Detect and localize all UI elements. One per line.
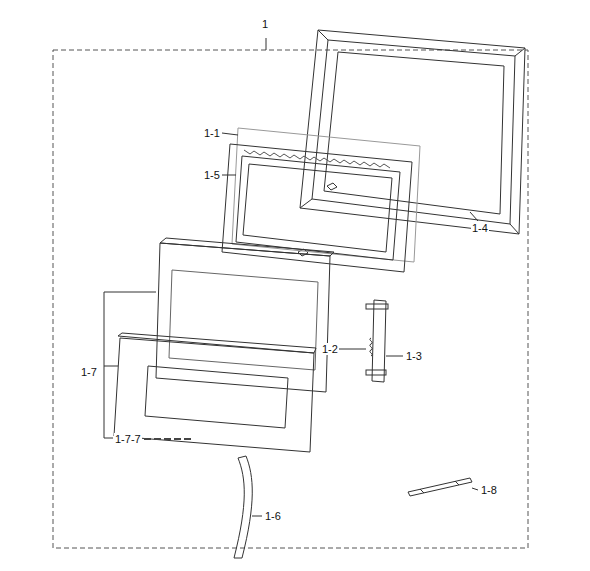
callout-number: 1-7 xyxy=(80,366,98,378)
callout-number: 1-3 xyxy=(405,350,423,362)
callout-number: 1-2 xyxy=(321,343,339,355)
callout-number: 1-4 xyxy=(471,222,489,234)
callout-number: 1-8 xyxy=(480,484,498,496)
callout-number: 1-1 xyxy=(203,127,221,139)
callout-number: 1-7-7 xyxy=(114,433,142,445)
callout-number: 1-5 xyxy=(203,169,221,181)
callout-number: 1-6 xyxy=(264,510,282,522)
callout-number: 1 xyxy=(261,18,269,30)
